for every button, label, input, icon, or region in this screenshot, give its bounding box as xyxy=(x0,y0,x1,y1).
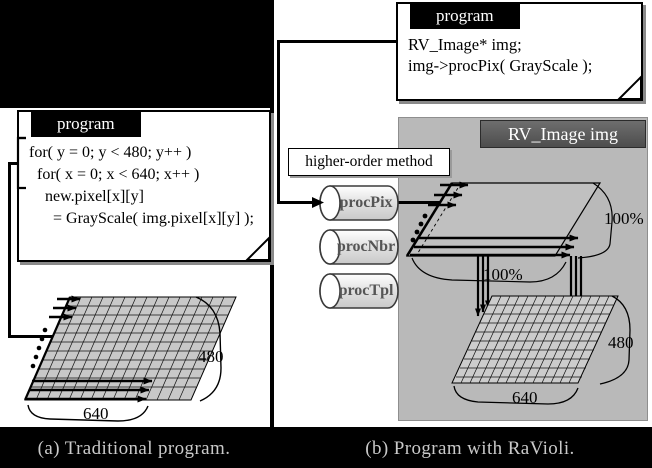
method-cylinder-label: procNbr xyxy=(336,238,396,255)
connector-a-vertical xyxy=(8,162,11,338)
caption-b: (b) Program with RaVioli. xyxy=(365,438,575,459)
loop-bracket-icon xyxy=(16,136,26,190)
connector-procpix-to-plane xyxy=(398,201,472,204)
program-code-ravioli: RV_Image* img; img->procPix( GrayScale )… xyxy=(408,35,593,75)
method-cylinder-proctpl[interactable]: procTpl xyxy=(318,272,400,310)
method-cylinder-procnbr[interactable]: procNbr xyxy=(318,228,400,266)
program-code-traditional: for( y = 0; y < 480; y++ ) for( x = 0; x… xyxy=(29,144,254,227)
program-note-header-a: program xyxy=(31,111,141,137)
connector-b-vertical xyxy=(277,40,280,203)
connector-a-bottom xyxy=(8,335,80,338)
program-note-ravioli: program RV_Image* img; img->procPix( Gra… xyxy=(396,2,643,101)
method-cylinder-label: procTpl xyxy=(338,282,394,299)
method-cylinder-procpix[interactable]: procPix xyxy=(318,184,400,222)
connector-a-top xyxy=(8,162,22,165)
dogear-icon-a xyxy=(245,236,271,262)
higher-order-method-label: higher-order method xyxy=(288,148,450,176)
program-note-traditional: program for( y = 0; y < 480; y++ ) for( … xyxy=(17,110,271,262)
connector-b-top xyxy=(277,40,401,43)
program-note-header-b: program xyxy=(410,3,520,29)
rv-image-object-title: RV_Image img xyxy=(480,120,646,148)
method-cylinder-label: procPix xyxy=(339,194,393,211)
dogear-icon-b xyxy=(617,75,643,101)
caption-a: (a) Traditional program. xyxy=(37,438,231,459)
connector-b-to-procpix xyxy=(277,201,321,204)
